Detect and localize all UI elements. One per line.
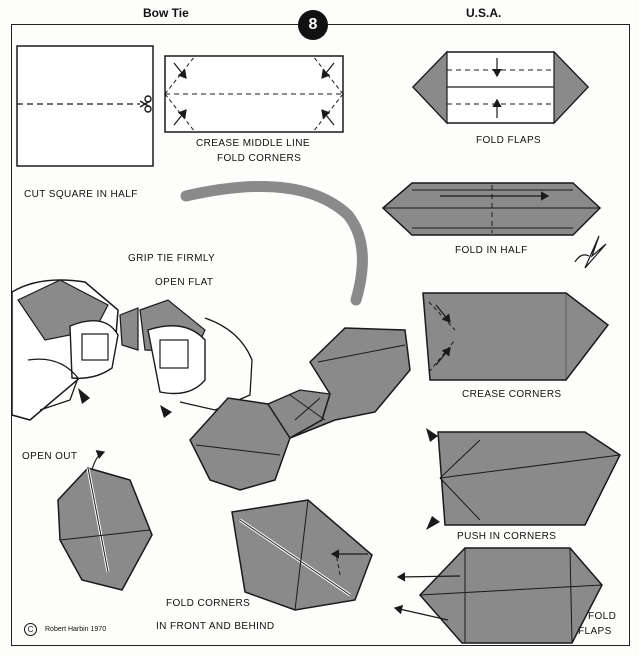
- rectangle-creased: [164, 55, 344, 133]
- curved-arrow-icon: [180, 180, 368, 306]
- label-crease-middle-line: CREASE MIDDLE LINE: [196, 138, 310, 149]
- author-credit: Robert Harbin 1970: [45, 626, 107, 633]
- label-grip-tie: GRIP TIE FIRMLY: [128, 253, 216, 264]
- label-flaps: FLAPS: [578, 626, 612, 637]
- crease-corners-shape: [422, 292, 610, 381]
- copyright-credit: C Robert Harbin 1970: [24, 623, 106, 636]
- copyright-icon: C: [24, 623, 37, 636]
- strip-fold-in-half: [381, 182, 607, 269]
- label-push-in-corners: PUSH IN CORNERS: [457, 531, 557, 542]
- label-open-out: OPEN OUT: [22, 451, 78, 462]
- open-out-shape: [57, 450, 153, 591]
- fold-flaps-shape: [393, 547, 603, 644]
- label-fold: FOLD: [588, 611, 617, 622]
- fold-corners-front-behind-shape: [231, 499, 373, 611]
- label-fold-corners-2: FOLD CORNERS: [166, 598, 251, 609]
- model-title: Bow Tie: [143, 6, 189, 20]
- hexagon-fold-flaps: [411, 50, 590, 125]
- label-cut-square: CUT SQUARE IN HALF: [24, 189, 138, 200]
- label-crease-corners: CREASE CORNERS: [462, 389, 562, 400]
- finished-bow-tie: [189, 327, 411, 491]
- label-fold-in-half: FOLD IN HALF: [455, 245, 528, 256]
- origin-country: U.S.A.: [466, 6, 502, 20]
- scissors-icon: [139, 95, 152, 113]
- step-number-badge: 8: [298, 10, 328, 40]
- label-fold-flaps-top: FOLD FLAPS: [476, 135, 542, 146]
- square-paper: [16, 45, 154, 167]
- label-fold-corners: FOLD CORNERS: [217, 153, 302, 164]
- hands-gripping-tie: [11, 279, 253, 421]
- label-open-flat: OPEN FLAT: [155, 277, 214, 288]
- label-in-front-and-behind: IN FRONT AND BEHIND: [156, 621, 275, 632]
- push-in-corners-shape: [426, 428, 621, 530]
